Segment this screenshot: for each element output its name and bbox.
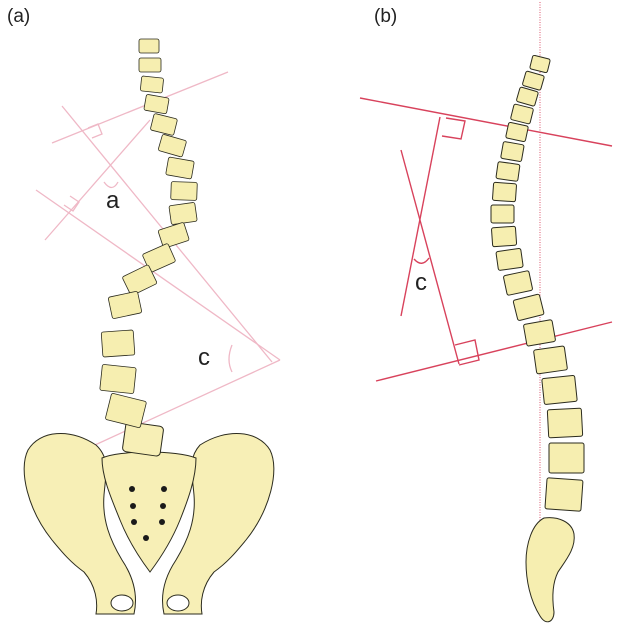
sacral-foramen (159, 519, 165, 525)
vertebra (501, 141, 525, 161)
upper-endplate-line-b (360, 98, 612, 146)
lower-perpendicular-line-a (45, 120, 150, 240)
right-obturator-foramen (167, 595, 189, 611)
panel-b: (b) c (360, 2, 612, 622)
vertebra (510, 104, 533, 124)
lower-endplate-line-a (36, 190, 280, 360)
vertebra (139, 39, 159, 53)
lumbar-vertebra-l5 (122, 422, 164, 457)
vertebra (503, 271, 533, 296)
vertebra (516, 87, 538, 107)
sacral-foramen (160, 503, 166, 509)
vertebra (105, 393, 146, 428)
vertebra (491, 226, 516, 247)
angle-arc-c-b (414, 258, 429, 263)
vertebra (166, 157, 195, 179)
vertebra (530, 55, 551, 73)
cobb-lines-b (360, 98, 612, 381)
panel-a: (a) a c (7, 6, 280, 614)
vertebra (169, 202, 197, 224)
vertebra (545, 478, 583, 511)
vertebra (522, 71, 544, 91)
vertebra (492, 182, 516, 202)
vertebra (100, 364, 137, 393)
vertebra (150, 113, 177, 135)
sacral-foramen (130, 503, 136, 509)
sacrum-lateral (526, 518, 574, 622)
vertebra (549, 443, 584, 473)
lower-perpendicular-line-b (401, 150, 459, 364)
vertebra (140, 76, 163, 93)
angle-arc-c-a (229, 345, 232, 372)
left-obturator-foramen (111, 595, 133, 611)
vertebra (513, 294, 544, 321)
sacral-foramen (129, 486, 135, 492)
vertebra (108, 291, 142, 319)
sacral-foramen (131, 519, 137, 525)
sacral-foramen (143, 535, 149, 541)
vertebra (491, 205, 514, 223)
vertebra (158, 222, 190, 248)
vertebra (533, 346, 567, 374)
spine-a (100, 39, 198, 428)
lower-endplate-line-b (376, 322, 612, 381)
angle-label-c-right: c (415, 269, 427, 296)
angle-label-c-left: c (198, 344, 210, 371)
vertebra (171, 182, 198, 201)
vertebra (542, 375, 578, 404)
panel-a-label: (a) (7, 6, 30, 27)
vertebra (158, 134, 187, 157)
sacral-foramen (161, 486, 167, 492)
vertebra (144, 94, 169, 114)
vertebra (496, 162, 520, 182)
pelvis (24, 422, 274, 614)
vertebra (506, 122, 529, 142)
vertebra (523, 320, 555, 347)
vertebra (139, 58, 161, 72)
vertebra (496, 248, 523, 270)
spine-b (491, 55, 584, 622)
angle-label-a: a (106, 187, 120, 214)
vertebra (101, 330, 135, 357)
vertebra (547, 408, 582, 438)
right-angle-marker-upper-b (442, 118, 465, 139)
panel-b-label: (b) (374, 6, 397, 27)
